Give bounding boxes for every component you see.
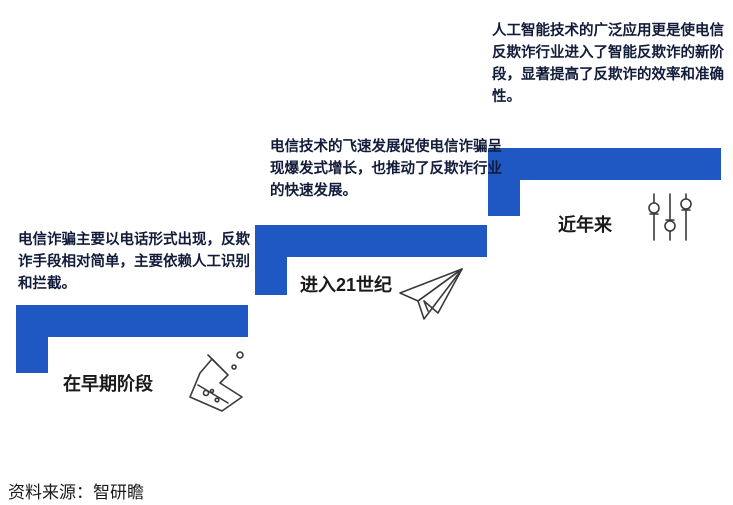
step-2-bar-vertical (255, 225, 287, 295)
step-2-stage-label: 进入21世纪 (299, 275, 393, 295)
step-1-bar-vertical (16, 305, 48, 373)
paper-plane-icon (399, 268, 463, 320)
step-2-bar-horizontal (255, 225, 487, 257)
step-1-stage-label: 在早期阶段 (63, 374, 153, 394)
source-note: 资料来源：智研瞻 (8, 483, 144, 502)
step-1-bar-horizontal (16, 305, 248, 337)
step-3-bar-horizontal (488, 148, 721, 180)
flask-icon (189, 351, 244, 412)
step-2-description: 电信技术的飞速发展促使电信诈骗呈现爆发式增长，也推动了反欺诈行业的快速发展。 (270, 139, 502, 199)
step-3-description: 人工智能技术的广泛应用更是使电信反欺诈行业进入了智能反欺诈的新阶段，显著提高了反… (492, 23, 724, 105)
step-3-bar-vertical (488, 148, 520, 216)
sliders-icon (648, 193, 692, 241)
step-1-description: 电信诈骗主要以电话形式出现，反欺诈手段相对简单，主要依赖人工识别和拦截。 (18, 232, 250, 292)
step-3-stage-label: 近年来 (558, 215, 612, 235)
